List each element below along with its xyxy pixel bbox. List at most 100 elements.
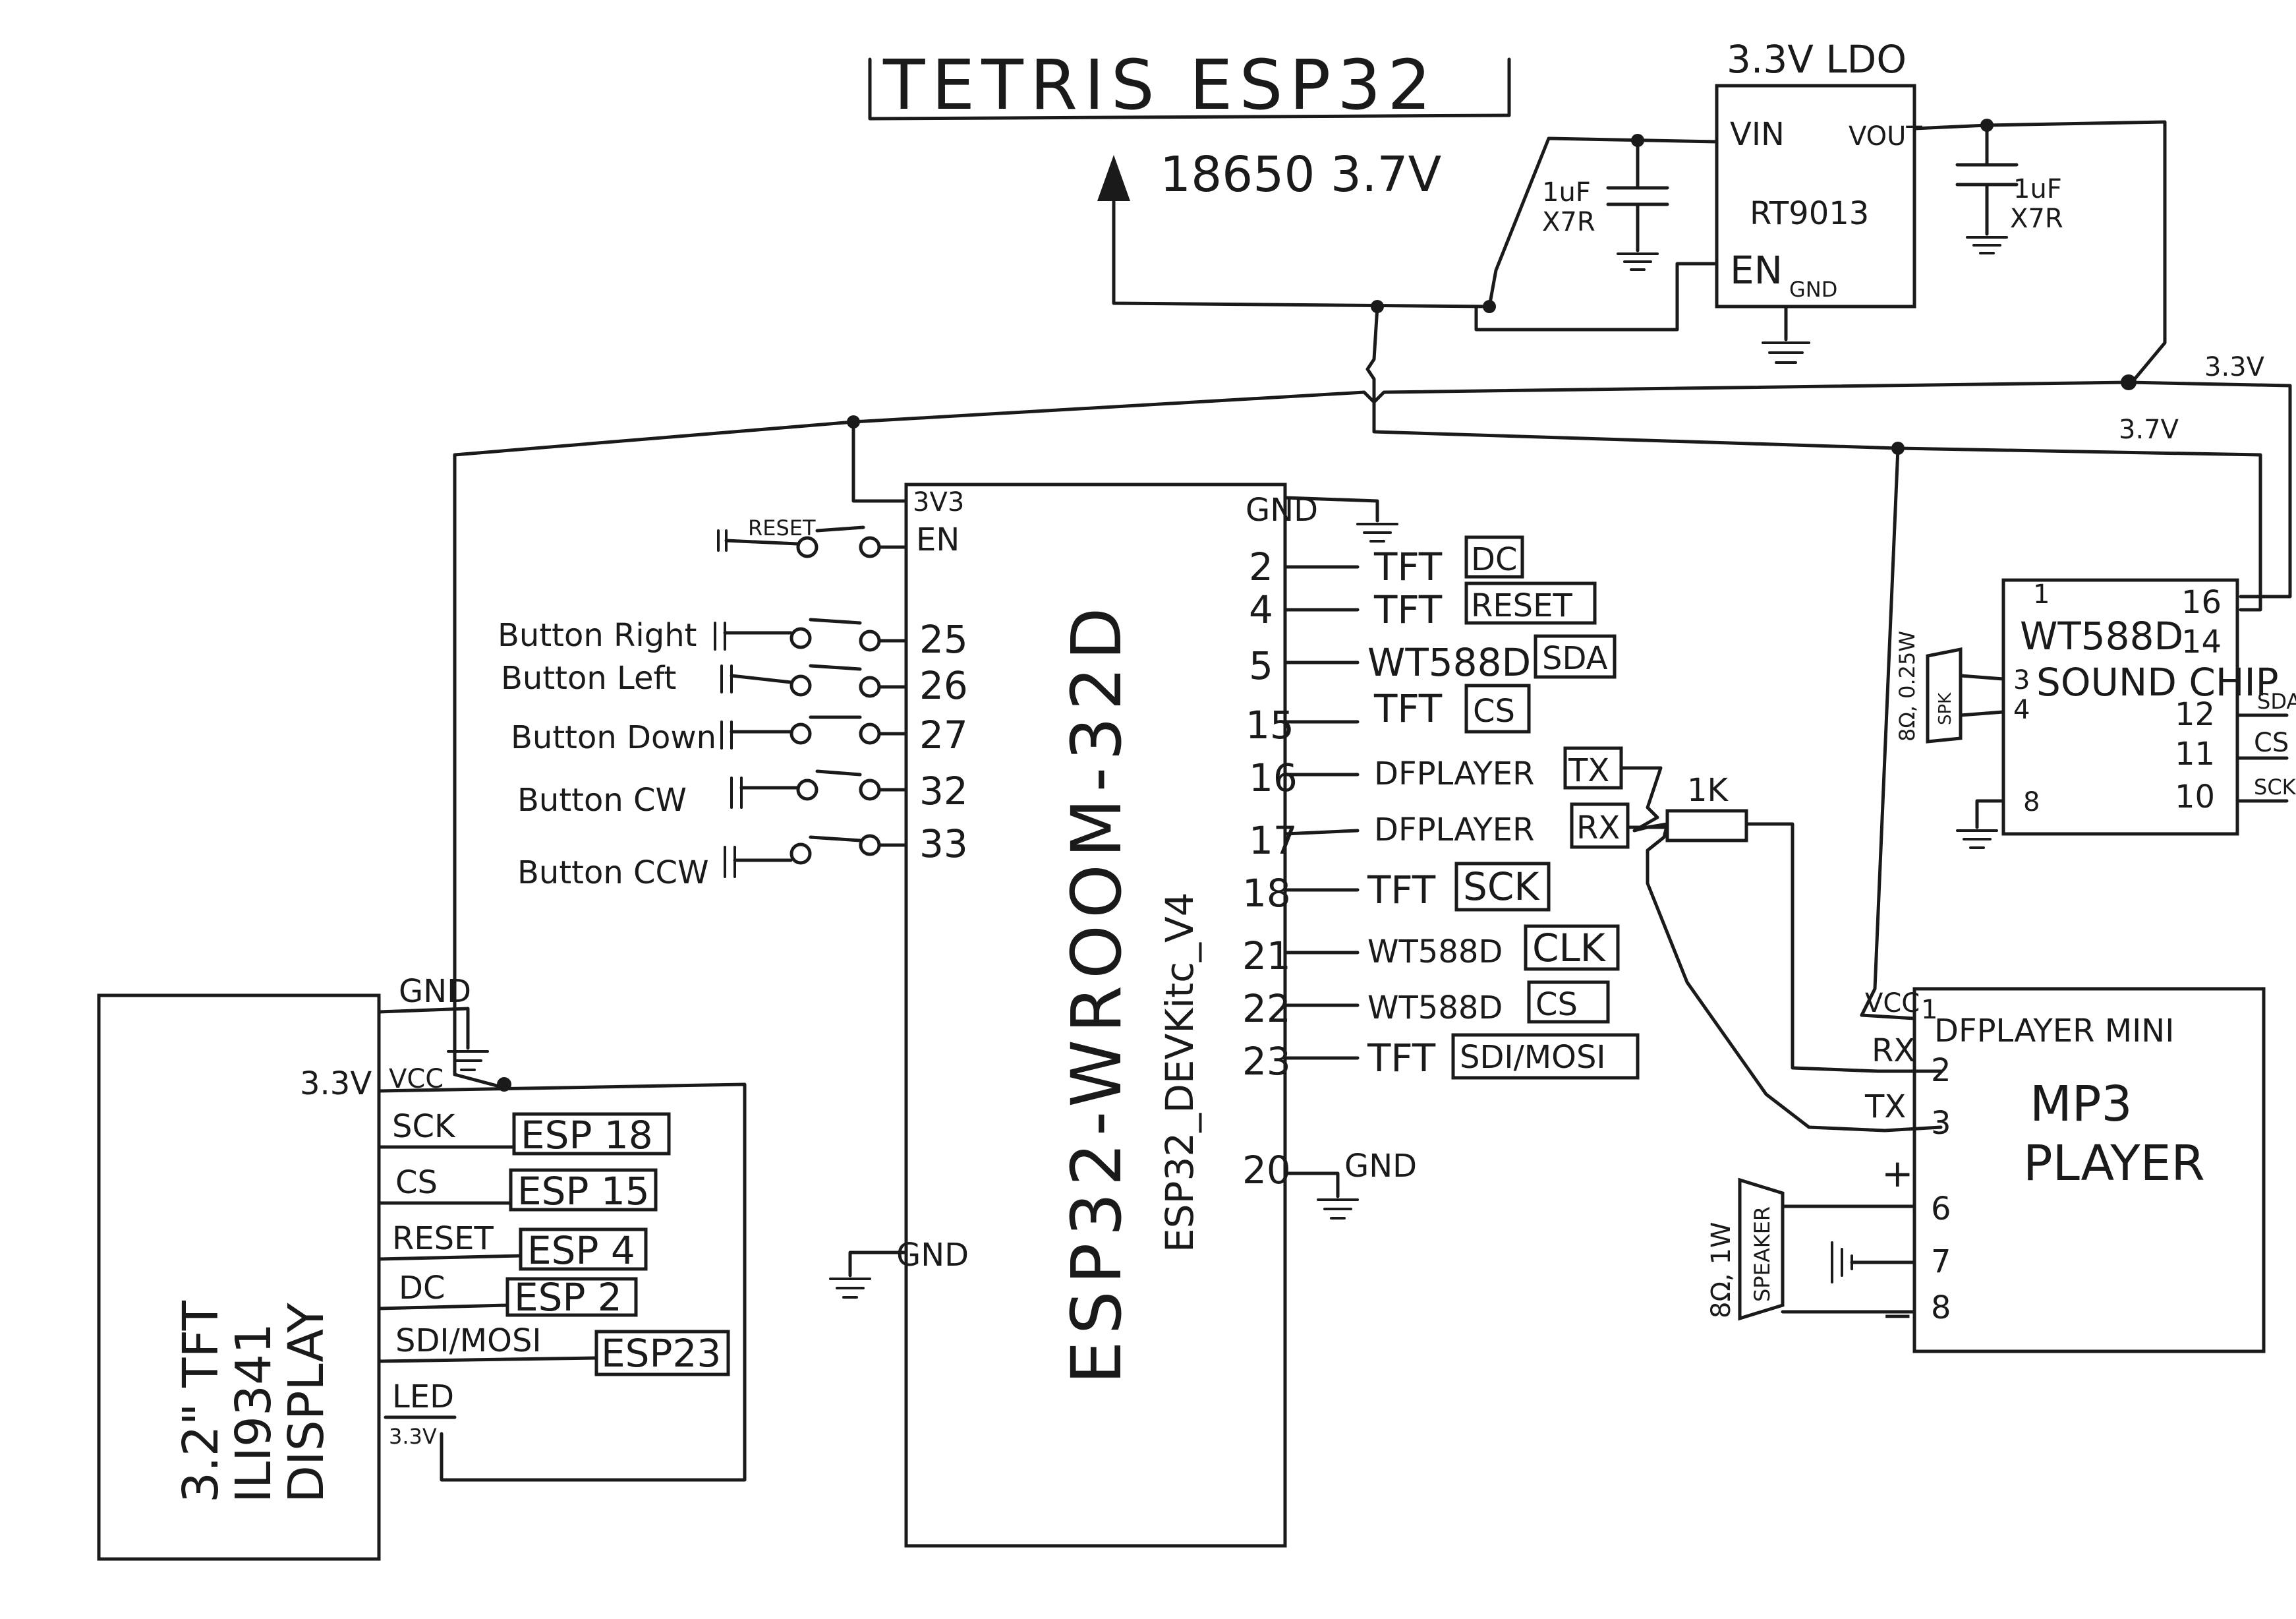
tft-pin-cs: CS xyxy=(395,1164,438,1201)
esp32-name: ESP32-WROOM-32D xyxy=(1056,601,1137,1384)
pin-label: DFPLAYER xyxy=(1374,755,1534,792)
ldo-part: RT9013 xyxy=(1750,195,1869,232)
dfplayer-pin-1: 1 xyxy=(1921,995,1937,1025)
pin-number: 16 xyxy=(1249,755,1298,800)
esp32-pin-en: EN xyxy=(916,521,960,558)
pin-box: SCK xyxy=(1463,864,1540,909)
pin-row: 23 TFT SDI/MOSI xyxy=(1242,1033,1640,1084)
resistor-1k xyxy=(1665,809,1748,842)
ldo-chip xyxy=(1715,84,1916,309)
pin-box: DC xyxy=(1471,541,1517,578)
cap-out-type: X7R xyxy=(2010,204,2063,234)
wt588d-name: WT588D xyxy=(2020,614,2183,659)
pin-row: 22 WT588D CS xyxy=(1242,980,1610,1031)
pin-number: 18 xyxy=(1242,871,1291,916)
pin-label: TFT xyxy=(1367,1036,1436,1080)
tft-pin-led: LED xyxy=(392,1378,454,1415)
pin-label: TFT xyxy=(1373,587,1443,632)
ldo-title: 3.3V LDO xyxy=(1727,37,1907,82)
pin-box: RESET xyxy=(1471,587,1572,624)
power-rails: 3.3V 3.7V xyxy=(453,305,2292,1090)
pin-label: TFT xyxy=(1373,545,1443,589)
pin-number: 23 xyxy=(1242,1039,1291,1084)
pin-label: TFT xyxy=(1367,868,1436,912)
tft-pin-mosi: SDI/MOSI xyxy=(395,1322,542,1359)
dfplayer-subtitle-2: PLAYER xyxy=(2023,1135,2205,1192)
esp32-pin-32: 32 xyxy=(919,769,968,813)
dfplayer-outline xyxy=(1912,987,2266,1353)
dfplayer-label-tx: TX xyxy=(1864,1088,1906,1125)
esp32-board: ESP32_DEVKitc_V4 xyxy=(1157,892,1202,1252)
cap-out-value: 1uF xyxy=(2013,174,2062,204)
button-label: Button Left xyxy=(501,660,676,697)
pin-box: SDI/MOSI xyxy=(1460,1039,1606,1076)
wt588d-p16: 16 xyxy=(2181,584,2222,621)
pin-box: SDA xyxy=(1542,640,1608,677)
dfplayer-subtitle-1: MP3 xyxy=(2030,1076,2133,1133)
button-right[interactable]: Button Right xyxy=(498,617,908,654)
esp32-pin-25: 25 xyxy=(919,617,968,662)
button-left[interactable]: Button Left xyxy=(501,660,908,698)
esp32-pin-3v3: 3V3 xyxy=(913,487,964,517)
reset-label: RESET xyxy=(748,515,816,541)
pin-box: RX xyxy=(1576,810,1620,846)
esp32-pin-26: 26 xyxy=(919,663,968,708)
pin-box: CS xyxy=(1535,986,1578,1023)
pin-label: TFT xyxy=(1373,686,1443,731)
wt588d-chip: 1 16 WT588D 14 3 SOUND CHIP 4 12 11 8 10… xyxy=(1895,578,2296,849)
pin-number: 21 xyxy=(1242,933,1291,978)
esp32-module: ESP32-WROOM-32D ESP32_DEVKitc_V4 3V3 EN … xyxy=(829,483,1417,1548)
uart-wiring: 1K xyxy=(1619,766,1943,1133)
button-cw[interactable]: Button CW xyxy=(517,769,908,819)
wt588d-p4: 4 xyxy=(2013,695,2030,725)
wt588d-p1: 1 xyxy=(2033,579,2050,610)
pin-box: CS xyxy=(1473,693,1515,730)
pin-box: CLK xyxy=(1532,926,1607,970)
ldo-regulator: 3.3V LDO VIN VOUT RT9013 EN GND 1uF X7R … xyxy=(1371,37,2167,384)
title-block: TETRIS ESP32 xyxy=(868,45,1511,125)
tft-supply: 3.3V xyxy=(300,1065,372,1102)
tft-title-2: ILI9341 xyxy=(225,1323,282,1503)
pin-row: 5 WT588D SDA xyxy=(1249,634,1617,688)
pin-number: 4 xyxy=(1249,587,1273,632)
pin-label: WT588D xyxy=(1367,989,1503,1026)
reset-button[interactable]: RESET xyxy=(717,515,908,558)
pin-row: 17 DFPLAYER RX xyxy=(1249,802,1630,863)
wt588d-sck: SCK xyxy=(2254,775,2296,800)
pin-label: DFPLAYER xyxy=(1374,811,1534,848)
pin-row: 15 TFT CS xyxy=(1246,684,1531,748)
tft-outline xyxy=(97,993,381,1561)
resistor-label: 1K xyxy=(1687,772,1729,809)
cap-in-value: 1uF xyxy=(1542,177,1591,208)
pin-row: 2 TFT DC xyxy=(1249,535,1524,589)
esp32-pin-27: 27 xyxy=(919,713,968,757)
tft-title-3: DISPLAY xyxy=(278,1303,335,1503)
wt588d-speaker: SPK 8Ω, 0.25W xyxy=(1895,631,2005,744)
ldo-pin-vout: VOUT xyxy=(1849,121,1922,152)
ldo-pin-gnd: GND xyxy=(1789,277,1837,302)
dfplayer-label-vcc: VCC xyxy=(1865,988,1920,1018)
pin-label: WT588D xyxy=(1367,933,1503,970)
rail-37-label: 3.7V xyxy=(2119,415,2179,445)
dfplayer-minus: − xyxy=(1881,1293,1914,1338)
button-label: Button CCW xyxy=(517,854,709,891)
rail-33-label: 3.3V xyxy=(2204,352,2265,382)
esp32-pin-33: 33 xyxy=(919,821,968,866)
button-label: Button Right xyxy=(498,617,697,654)
button-down[interactable]: Button Down xyxy=(511,715,908,756)
tft-box-mosi: ESP23 xyxy=(601,1331,721,1376)
pin-row: 18 TFT SCK xyxy=(1242,862,1551,916)
wt588d-cs: CS xyxy=(2254,728,2289,758)
pin-row: 16 DFPLAYER TX xyxy=(1249,746,1623,800)
wt588d-p3: 3 xyxy=(2013,665,2030,695)
esp32-chip xyxy=(904,483,1287,1548)
esp32-gnd-20: GND xyxy=(1344,1148,1417,1185)
dfplayer-plus: + xyxy=(1881,1151,1914,1196)
button-ccw[interactable]: Button CCW xyxy=(517,834,908,891)
tft-box-sck: ESP 18 xyxy=(521,1113,653,1158)
tft-pin-sck: SCK xyxy=(392,1108,456,1145)
button-label: Button Down xyxy=(511,719,716,756)
dfplayer-label-rx: RX xyxy=(1872,1032,1915,1069)
tft-display: 3.2" TFT ILI9341 DISPLAY 3.3V GND VCC SC… xyxy=(97,973,747,1561)
tft-gnd: GND xyxy=(399,973,471,1010)
